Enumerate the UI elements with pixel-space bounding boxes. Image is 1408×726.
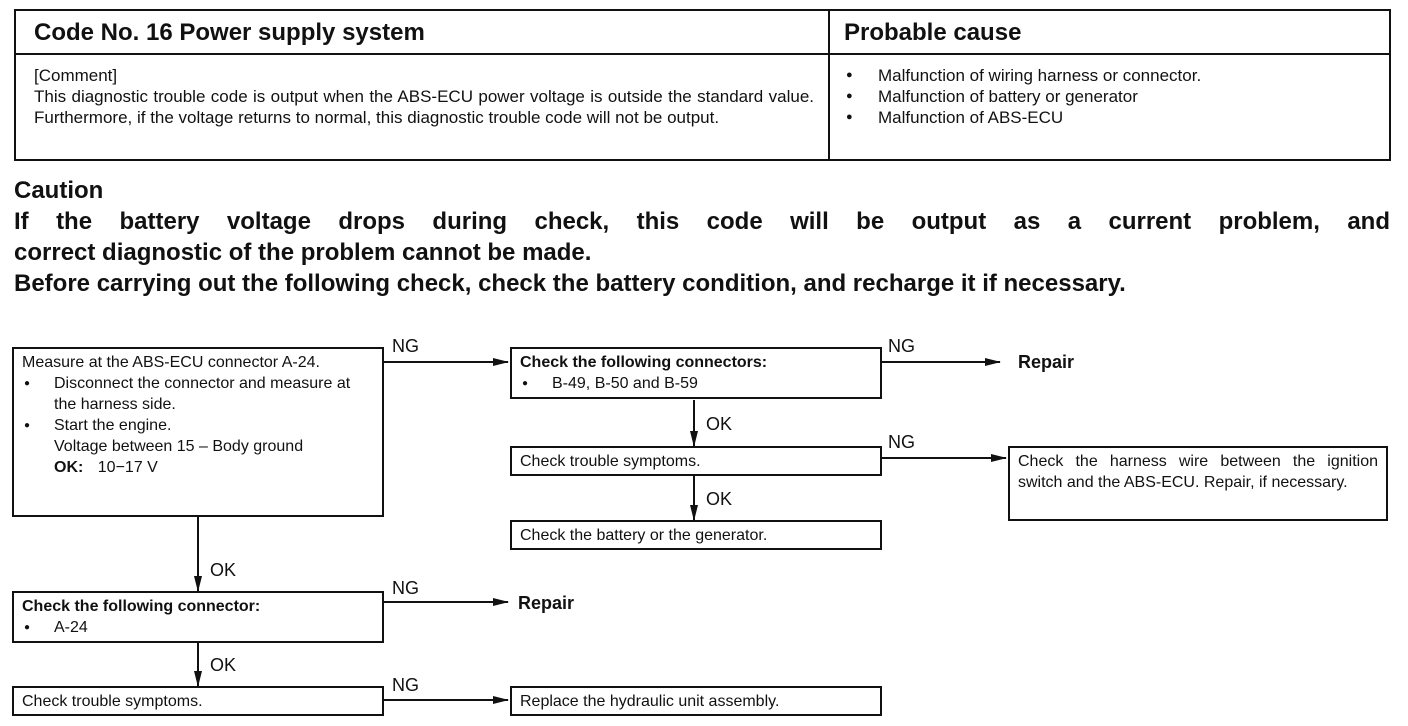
ok-label: OK xyxy=(210,655,237,675)
check-trouble-box-1: Check trouble symptoms. xyxy=(510,446,882,476)
check-connectors-title: Check the following connectors: xyxy=(520,354,768,371)
caution-block: Caution If the battery voltage drops dur… xyxy=(14,175,1390,299)
measure-bullet: Disconnect the connector and measure at … xyxy=(22,373,374,415)
ng-label: NG xyxy=(392,578,419,598)
check-battery-box: Check the battery or the generator. xyxy=(510,520,882,550)
caution-line: correct diagnostic of the problem cannot… xyxy=(14,239,592,266)
code-title: Code No. 16 Power supply system xyxy=(34,19,425,46)
check-harness-box: Check the harness wire between the ignit… xyxy=(1008,446,1388,521)
repair-text: Repair xyxy=(1018,352,1075,372)
check-connectors-box: Check the following connectors: B-49, B-… xyxy=(510,347,882,399)
ng-label: NG xyxy=(888,336,915,356)
comment-text: This diagnostic trouble code is output w… xyxy=(34,87,814,127)
caution-line: Before carrying out the following check,… xyxy=(14,270,1126,297)
check-battery-text: Check the battery or the generator. xyxy=(520,527,768,544)
caution-line: If the battery voltage drops during chec… xyxy=(14,208,1390,235)
table-column-divider xyxy=(828,11,830,159)
table-header-row xyxy=(16,11,1389,55)
replace-box: Replace the hydraulic unit assembly. xyxy=(510,686,882,716)
check-trouble-text: Check trouble symptoms. xyxy=(520,453,701,470)
ng-label: NG xyxy=(392,675,419,695)
check-connector-box: Check the following connector: A-24 xyxy=(12,591,384,643)
measure-bullet: Start the engine. xyxy=(22,415,374,436)
connector-item: B-49, B-50 and B-59 xyxy=(520,373,872,394)
repair-text: Repair xyxy=(518,593,575,613)
cause-item: Malfunction of wiring harness or connect… xyxy=(844,65,1201,86)
connector-item: A-24 xyxy=(22,617,374,638)
voltage-line: Voltage between 15 – Body ground xyxy=(54,438,304,455)
ok-spec-label: OK: xyxy=(54,459,84,476)
cause-item: Malfunction of ABS-ECU xyxy=(844,107,1201,128)
ng-label: NG xyxy=(888,432,915,452)
ok-label: OK xyxy=(210,560,237,580)
check-harness-text: Check the harness wire between the ignit… xyxy=(1018,453,1378,491)
cause-item: Malfunction of battery or generator xyxy=(844,86,1201,107)
check-connector-title: Check the following connector: xyxy=(22,598,261,615)
check-trouble-box-2: Check trouble symptoms. xyxy=(12,686,384,716)
ok-label: OK xyxy=(706,414,733,434)
cause-list: Malfunction of wiring harness or connect… xyxy=(844,65,1201,128)
comment-label: [Comment] xyxy=(34,66,118,85)
caution-title: Caution xyxy=(14,177,104,204)
code-table: Code No. 16 Power supply system Probable… xyxy=(14,9,1391,161)
ng-label: NG xyxy=(392,336,419,356)
measure-box: Measure at the ABS-ECU connector A-24. D… xyxy=(12,347,384,517)
probable-cause-title: Probable cause xyxy=(844,19,1022,46)
ok-spec-value: 10−17 V xyxy=(97,459,158,476)
comment-block: [Comment] This diagnostic trouble code i… xyxy=(34,65,814,128)
replace-text: Replace the hydraulic unit assembly. xyxy=(520,693,780,710)
ok-spec: OK: 10−17 V xyxy=(22,457,374,478)
check-trouble-text: Check trouble symptoms. xyxy=(22,693,203,710)
measure-line: Measure at the ABS-ECU connector A-24. xyxy=(22,354,320,371)
ok-label: OK xyxy=(706,489,733,509)
